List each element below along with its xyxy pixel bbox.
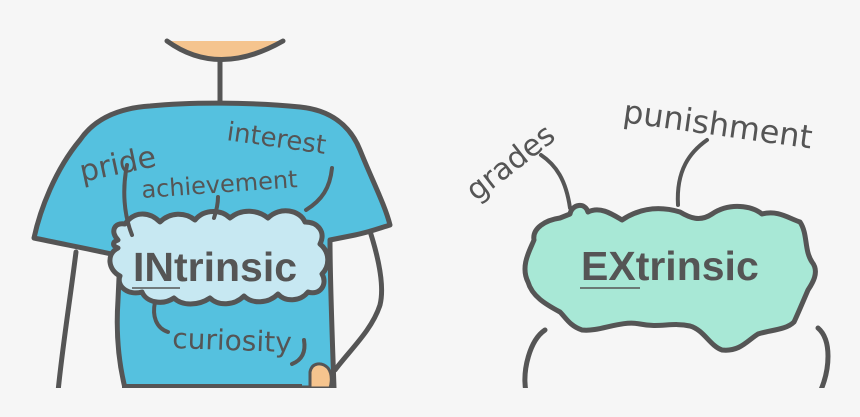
extrinsic-cloud	[522, 203, 818, 353]
extrinsic-title: EXtrinsic	[581, 243, 759, 289]
intrinsic-title: INtrinsic	[133, 244, 297, 290]
word-curiosity: curiosity	[172, 322, 293, 359]
hand	[308, 362, 333, 390]
bottom-strip	[0, 388, 860, 417]
extrinsic-lower-cloud	[522, 325, 831, 395]
left-arm	[55, 249, 79, 395]
right-arm	[332, 222, 385, 373]
intrinsic-figure: pride interest achievement curiosity INt…	[31, 38, 393, 395]
intrinsic-cloud	[107, 208, 331, 307]
